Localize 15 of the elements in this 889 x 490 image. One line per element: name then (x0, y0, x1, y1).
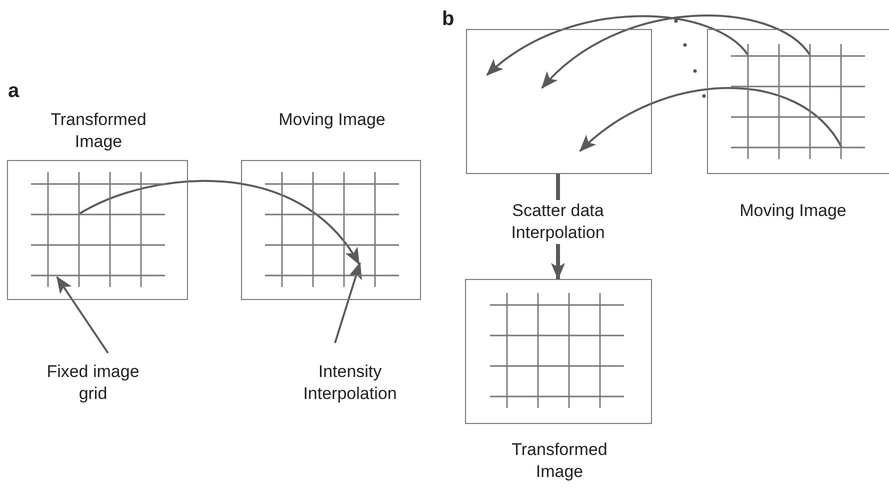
image-frame (466, 29, 652, 174)
image-title: Moving Image (278, 109, 386, 131)
leader-line (56, 276, 109, 354)
curved-arrow (541, 14, 811, 89)
curved-arrow (78, 180, 360, 265)
callout-text: Fixed image grid (38, 361, 148, 405)
curved-arrow (486, 15, 749, 76)
panel-letter: a (8, 80, 20, 103)
image-title: Transformed Image (50, 109, 148, 153)
curved-arrow (579, 87, 843, 152)
image-title: Transformed Image (510, 439, 608, 483)
image-title: Moving Image (738, 200, 848, 222)
panel-letter: b (442, 8, 454, 31)
leader-line (334, 262, 362, 344)
callout-text: Intensity Interpolation (280, 361, 420, 405)
